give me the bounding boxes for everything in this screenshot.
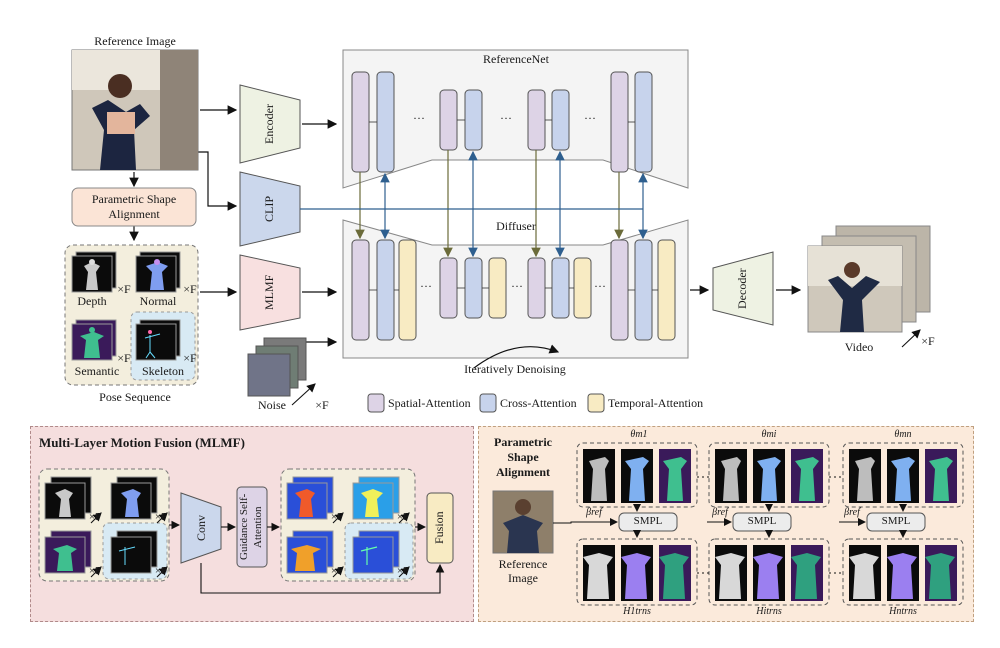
xf-depth: ×F: [117, 282, 131, 296]
iterative-label: Iteratively Denoising: [464, 362, 566, 376]
ellipsis-ref-3: ···: [584, 111, 596, 125]
decoder-shape: [712, 251, 774, 326]
overview-shapes: [64, 49, 931, 413]
legend-temporal: Temporal-Attention: [608, 396, 704, 410]
encoder-label: Encoder: [262, 104, 276, 144]
shape-alignment-label: Parametric Shape Alignment: [91, 192, 177, 221]
h-label-3: Hntrns: [889, 606, 917, 617]
mlmf-xf-1: ×F: [88, 511, 102, 523]
overview-diagram: Reference Image Parametric Shape Alignme…: [64, 34, 935, 413]
legend-spatial: Spatial-Attention: [388, 396, 471, 410]
shape-alignment-box: [71, 187, 197, 227]
ellipsis-ref-2: ···: [500, 111, 512, 125]
reference-photo: [71, 49, 199, 171]
xf-skeleton: ×F: [183, 351, 197, 365]
conv-label: Conv: [194, 515, 208, 542]
smpl-label-1: SMPL: [633, 515, 663, 527]
smpl-label-3: SMPL: [881, 515, 911, 527]
encoder-shape: [239, 84, 301, 164]
xf-normal: ×F: [183, 282, 197, 296]
mlmf-xf-6: ×F: [396, 511, 410, 523]
theta-label-3: θmn: [894, 429, 912, 440]
mlmf-xf-8: ×F: [396, 565, 410, 577]
pose-label-semantic: Semantic: [74, 364, 120, 378]
psa-columns: [576, 442, 964, 606]
pose-label-skeleton: Skeleton: [142, 364, 184, 378]
noise-label: Noise: [258, 398, 286, 412]
diffuser-label: Diffuser: [496, 219, 536, 233]
mlmf-shape: [239, 254, 301, 331]
mlmf-label: MLMF: [262, 274, 276, 310]
mlmf-panel-title: Multi-Layer Motion Fusion (MLMF): [39, 435, 245, 450]
reference-image-label: Reference Image: [94, 34, 176, 48]
theta-label-2: θmi: [761, 429, 777, 440]
beta-ref-3: βref: [844, 507, 860, 518]
beta-ref-1: βref: [586, 507, 602, 518]
ellipsis-ref-1: ···: [413, 111, 425, 125]
clip-shape: [239, 171, 301, 247]
referencenet-shape: [342, 49, 689, 189]
xf-noise: ×F: [315, 398, 329, 412]
smpl-label-2: SMPL: [747, 515, 777, 527]
decoder-label: Decoder: [735, 268, 749, 310]
psa-reference-label: Reference Image: [498, 557, 548, 585]
pose-thumbnails: [71, 251, 181, 361]
referencenet-label: ReferenceNet: [483, 52, 549, 66]
legend-cross: Cross-Attention: [500, 396, 577, 410]
pose-label-depth: Depth: [77, 294, 107, 308]
pose-label-normal: Normal: [139, 294, 177, 308]
mlmf-xf-2: ×F: [154, 511, 168, 523]
video-label: Video: [844, 340, 874, 354]
video-stack: [807, 225, 931, 333]
fusion-label: Fusion: [432, 511, 446, 545]
xf-video: ×F: [921, 334, 935, 348]
ellipsis-diff-3: ···: [594, 279, 606, 293]
ellipsis-diff-1: ···: [420, 279, 432, 293]
ellipsis-diff-2: ···: [511, 279, 523, 293]
xf-semantic: ×F: [117, 351, 131, 365]
mlmf-panel: Multi-Layer Motion Fusion (MLMF): [30, 426, 474, 622]
beta-ref-2: βref: [712, 507, 728, 518]
mlmf-xf-5: ×F: [330, 511, 344, 523]
noise-stack: [247, 337, 307, 397]
psa-panel: Parametric Shape Alignment: [478, 426, 974, 622]
clip-label: CLIP: [262, 196, 276, 223]
diffuser-shape: [342, 219, 689, 359]
mlmf-xf-4: ×F: [154, 565, 168, 577]
psa-shapes: [492, 442, 964, 606]
mlmf-shapes: [38, 468, 454, 594]
pose-sequence-label: Pose Sequence: [99, 390, 171, 404]
diffuser-blocks: [351, 239, 676, 341]
theta-label-1: θm1: [630, 429, 648, 440]
h-label-1: H1trns: [623, 606, 651, 617]
mlmf-xf-3: ×F: [88, 565, 102, 577]
guidance-label: Guidance Self-Attention: [238, 493, 264, 561]
mlmf-xf-7: ×F: [330, 565, 344, 577]
psa-panel-title: Parametric Shape Alignment: [494, 435, 552, 479]
h-label-2: Hitrns: [756, 606, 782, 617]
